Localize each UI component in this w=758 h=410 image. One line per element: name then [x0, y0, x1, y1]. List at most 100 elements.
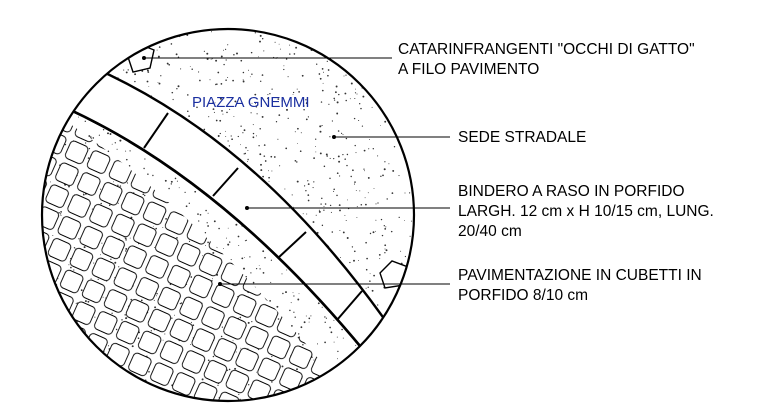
stipple-dot [88, 135, 91, 137]
stipple-dot [39, 144, 41, 146]
stipple-dot [60, 320, 63, 322]
stipple-dot [166, 35, 169, 38]
stipple-dot [344, 92, 347, 95]
stipple-dot [391, 192, 394, 194]
stipple-dot [46, 93, 48, 95]
stipple-dot [329, 39, 332, 41]
stipple-dot [275, 121, 278, 123]
stipple-dot [391, 43, 394, 45]
stipple-dot [203, 128, 206, 131]
stipple-dot [199, 214, 202, 216]
stipple-dot [42, 53, 45, 55]
stipple-dot [43, 80, 46, 82]
stipple-dot [334, 373, 336, 375]
stipple-dot [300, 36, 302, 37]
stipple-dot [328, 103, 330, 105]
stipple-dot [329, 34, 331, 36]
stipple-dot [166, 34, 168, 36]
stipple-dot [102, 129, 105, 131]
stipple-dot [400, 250, 402, 252]
stipple-dot [360, 367, 362, 370]
callout-paving-line1: PAVIMENTAZIONE IN CUBETTI IN [458, 267, 702, 284]
stipple-dot [219, 97, 222, 100]
stipple-dot [279, 165, 281, 167]
stipple-dot [396, 348, 399, 350]
stipple-dot [144, 158, 146, 160]
stipple-dot [252, 136, 255, 139]
stipple-dot [354, 181, 356, 183]
stipple-dot [366, 257, 368, 260]
stipple-dot [42, 351, 44, 354]
stipple-dot [86, 354, 89, 357]
stipple-dot [233, 404, 234, 405]
stipple-dot [168, 187, 170, 190]
stipple-dot [333, 157, 335, 160]
stipple-dot [261, 104, 262, 106]
stipple-dot [337, 358, 339, 360]
stipple-dot [218, 227, 220, 230]
curb-outer-line [47, 98, 367, 353]
stipple-dot [418, 244, 420, 246]
stipple-dot [353, 43, 355, 46]
stipple-dot [80, 384, 82, 386]
stipple-dot [369, 360, 372, 362]
stipple-dot [125, 402, 126, 403]
stipple-dot [60, 121, 63, 124]
stipple-dot [284, 188, 286, 190]
stipple-dot [305, 102, 308, 105]
stipple-dot [73, 402, 74, 403]
stipple-dot [238, 245, 240, 246]
stipple-dot [79, 30, 81, 32]
stipple-dot [84, 120, 86, 122]
stipple-dot [387, 68, 389, 71]
stipple-dot [296, 161, 298, 163]
stipple-dot [341, 328, 343, 331]
stipple-dot [389, 388, 390, 390]
stipple-dot [337, 350, 339, 353]
stipple-dot [320, 203, 322, 205]
stipple-dot [247, 150, 249, 151]
stipple-dot [418, 164, 420, 166]
stipple-dot [396, 332, 398, 334]
stipple-dot [101, 60, 103, 62]
stipple-dot [125, 150, 127, 152]
stipple-dot [79, 31, 82, 34]
stipple-dot [333, 97, 335, 100]
stipple-dot [63, 35, 65, 37]
stipple-dot [264, 256, 266, 259]
stipple-dot [382, 174, 384, 177]
stipple-dot [49, 295, 52, 298]
stipple-dot [171, 91, 174, 94]
stipple-dot [324, 203, 327, 205]
stipple-dot [84, 60, 87, 62]
stipple-dot [398, 175, 400, 177]
stipple-dot [77, 356, 80, 358]
stipple-dot [283, 65, 285, 67]
stipple-dot [196, 106, 198, 109]
stipple-dot [292, 206, 294, 208]
stipple-dot [105, 25, 106, 26]
stipple-dot [369, 138, 370, 140]
stipple-dot [277, 138, 279, 140]
stipple-dot [245, 146, 247, 149]
stipple-dot [355, 344, 357, 346]
stipple-dot [46, 52, 48, 54]
stipple-dot [244, 240, 246, 242]
stipple-dot [154, 35, 157, 37]
stipple-dot [254, 32, 256, 34]
stipple-dot [157, 391, 159, 393]
stipple-dot [69, 376, 71, 378]
stipple-dot [212, 108, 215, 110]
stipple-dot [271, 170, 273, 172]
stipple-dot [345, 74, 347, 76]
stipple-dot [58, 380, 60, 383]
stipple-dot [103, 25, 105, 27]
stipple-dot [359, 361, 361, 363]
stipple-dot [305, 315, 307, 317]
stipple-dot [147, 24, 148, 25]
stipple-dot [315, 151, 317, 153]
stipple-dot [392, 169, 395, 172]
stipple-dot [285, 147, 288, 150]
stipple-dot [262, 272, 265, 274]
